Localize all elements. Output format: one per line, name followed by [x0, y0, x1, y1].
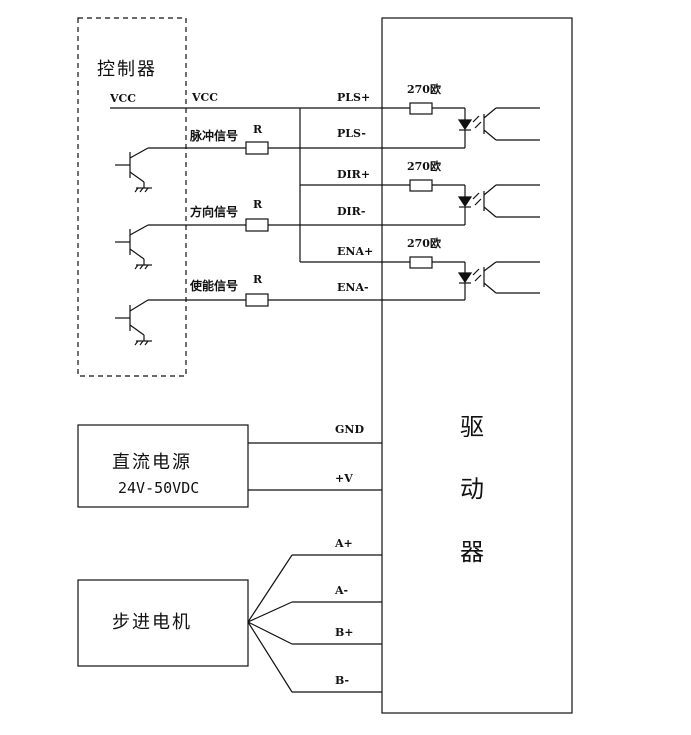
- driver-title-char-1: 驱: [460, 413, 484, 441]
- dir-minus-label: DIR-: [337, 205, 365, 218]
- ena-resistor-label: 270欧: [407, 236, 441, 250]
- driver-title-char-3: 器: [460, 538, 484, 566]
- optocoupler-channel-2: [382, 179, 540, 226]
- pls-resistor-label: 270欧: [407, 82, 441, 96]
- transistor-1: [115, 147, 152, 193]
- ena-plus-label: ENA+: [337, 245, 373, 258]
- driver-box: [381, 17, 573, 714]
- controller-title: 控制器: [97, 59, 157, 80]
- transistor-2: [115, 224, 152, 270]
- b-plus-pin-label: B+: [335, 626, 354, 639]
- a-minus-pin-label: A-: [334, 584, 348, 597]
- dir-resistor-label: 270欧: [407, 159, 441, 173]
- power-supply-spec: 24V-50VDC: [118, 479, 199, 497]
- pulse-resistor-label: R: [253, 123, 263, 136]
- enable-resistor: [245, 293, 269, 307]
- controller-box: [77, 17, 187, 377]
- pls-plus-label: PLS+: [337, 91, 370, 104]
- direction-resistor-label: R: [253, 198, 263, 211]
- dir-plus-label: DIR+: [337, 168, 370, 181]
- b-minus-pin-label: B-: [335, 674, 349, 687]
- stepper-motor-title: 步进电机: [112, 612, 192, 633]
- a-plus-pin-label: A+: [334, 537, 353, 550]
- pulse-signal-label: 脉冲信号: [189, 128, 238, 143]
- power-supply-title: 直流电源: [112, 452, 192, 473]
- pls-minus-label: PLS-: [337, 127, 366, 140]
- optocoupler-channel-3: [382, 256, 540, 301]
- direction-signal-label: 方向信号: [190, 204, 238, 219]
- vplus-pin-label: +V: [335, 472, 353, 485]
- gnd-pin-label: GND: [335, 423, 364, 436]
- vcc-label: VCC: [191, 91, 218, 104]
- enable-signal-label: 使能信号: [189, 278, 238, 293]
- transistor-3: [115, 299, 152, 346]
- driver-title-char-2: 动: [460, 475, 484, 503]
- motor-wires: [247, 554, 382, 693]
- enable-resistor-label: R: [253, 273, 263, 286]
- pulse-resistor: [245, 141, 269, 155]
- optocoupler-channel-1: [382, 102, 540, 149]
- controller-vcc-label: VCC: [109, 92, 136, 105]
- ena-minus-label: ENA-: [337, 281, 369, 294]
- direction-resistor: [245, 218, 269, 232]
- power-supply-box: [77, 424, 249, 508]
